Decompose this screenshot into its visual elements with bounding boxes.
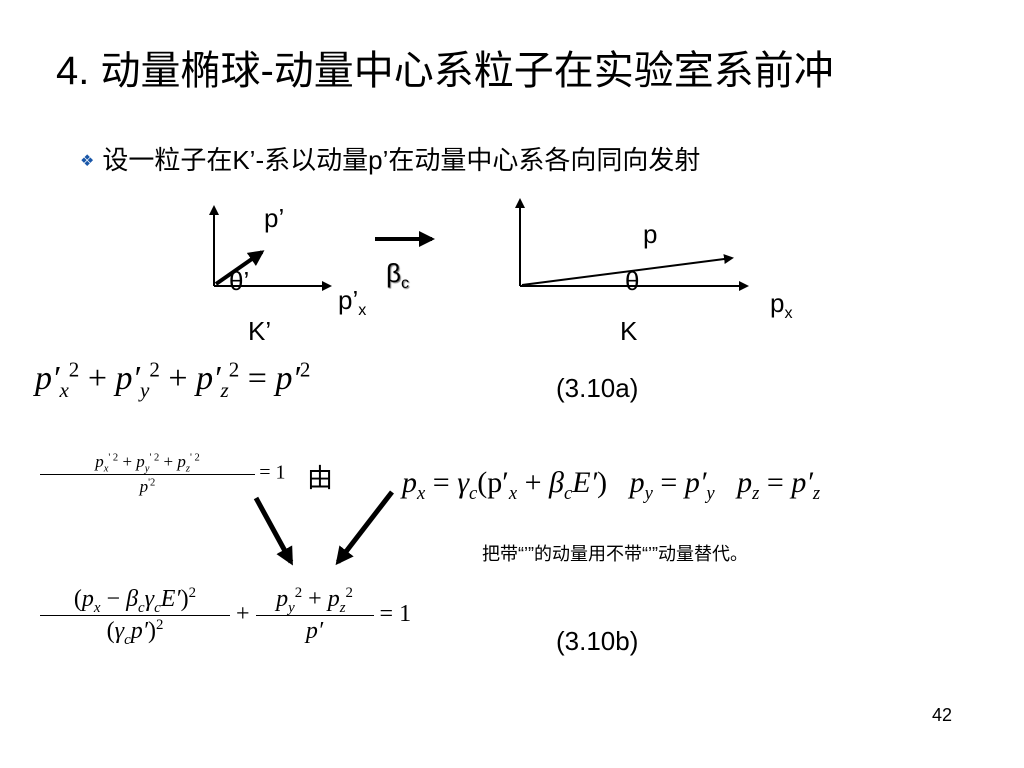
left-px-label: p’x	[338, 285, 367, 320]
boost-label: βc	[386, 258, 410, 293]
diamond-bullet-icon: ❖	[80, 153, 95, 170]
substitution-note: 把带“’”的动量用不带“’”动量替代。	[482, 544, 748, 564]
right-momentum-vector	[521, 254, 734, 286]
equation-3-10a: p′x2 + p′y2 + p′z2 = p′2	[35, 357, 311, 402]
arrow-from-sphere	[253, 496, 294, 566]
left-frame-label: K’	[248, 316, 272, 346]
right-theta-label: θ	[625, 266, 640, 296]
left-momentum-vector	[214, 250, 265, 286]
equation-lorentz-transform: px = γc(p′x + βcE′) py = p′y pz = p′z	[402, 466, 821, 504]
right-px-label: px	[770, 288, 793, 323]
page-number: 42	[932, 705, 953, 725]
left-p-label: p’	[264, 203, 285, 233]
equation-sphere-normalized: px' 2 + py' 2 + pz' 2 p'2 = 1	[40, 452, 286, 497]
equation-3-10b: (px − βcγcE′)2 (γcp′)2 + py2 + pz2 p′ = …	[40, 586, 411, 647]
right-frame-label: K	[620, 316, 638, 346]
bullet-text: 设一粒子在K’-系以动量p’在动量中心系各向同向发射	[102, 145, 701, 175]
equation-number-3-10a: (3.10a)	[556, 373, 639, 403]
slide-title: 4. 动量椭球-动量中心系粒子在实验室系前冲	[56, 49, 834, 93]
right-p-label: p	[643, 219, 658, 249]
left-theta-label: θ’	[229, 266, 250, 296]
bullet-item: ❖ 设一粒子在K’-系以动量p’在动量中心系各向同向发射	[80, 140, 700, 177]
equation-number-3-10b: (3.10b)	[556, 626, 639, 656]
you-label: 由	[307, 463, 334, 493]
arrow-from-transform	[335, 490, 394, 566]
